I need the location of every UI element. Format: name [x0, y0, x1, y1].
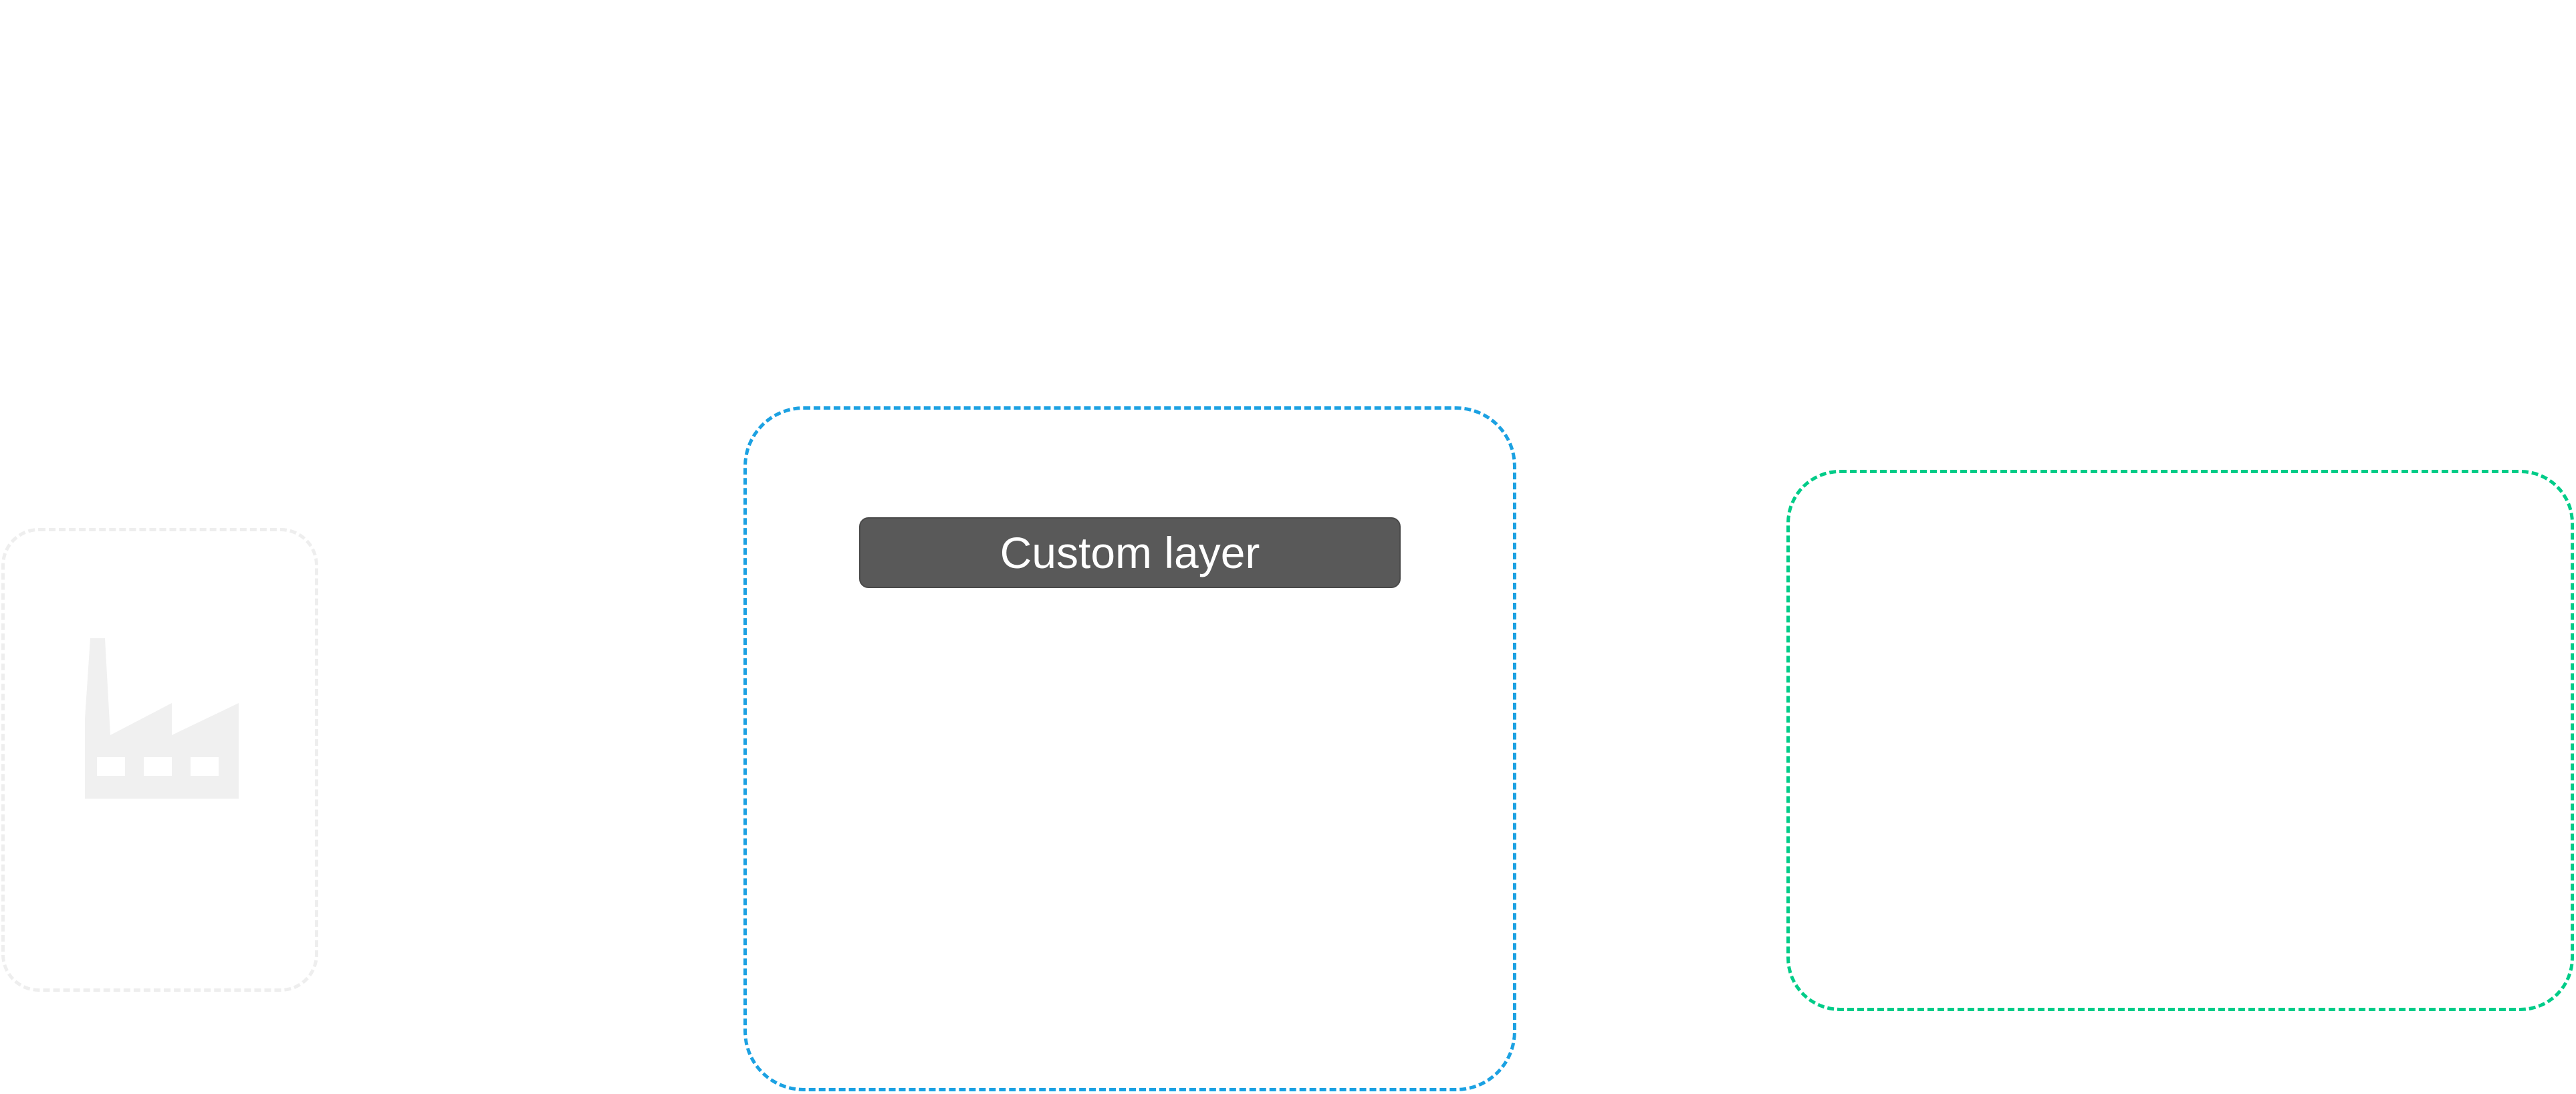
green-group-container[interactable] — [1786, 470, 2574, 1011]
custom-layer-label[interactable]: Custom layer — [859, 517, 1401, 588]
factory-icon — [85, 638, 239, 799]
factory-group-container[interactable] — [1, 528, 318, 992]
custom-layer-container[interactable]: Custom layer — [743, 406, 1516, 1091]
